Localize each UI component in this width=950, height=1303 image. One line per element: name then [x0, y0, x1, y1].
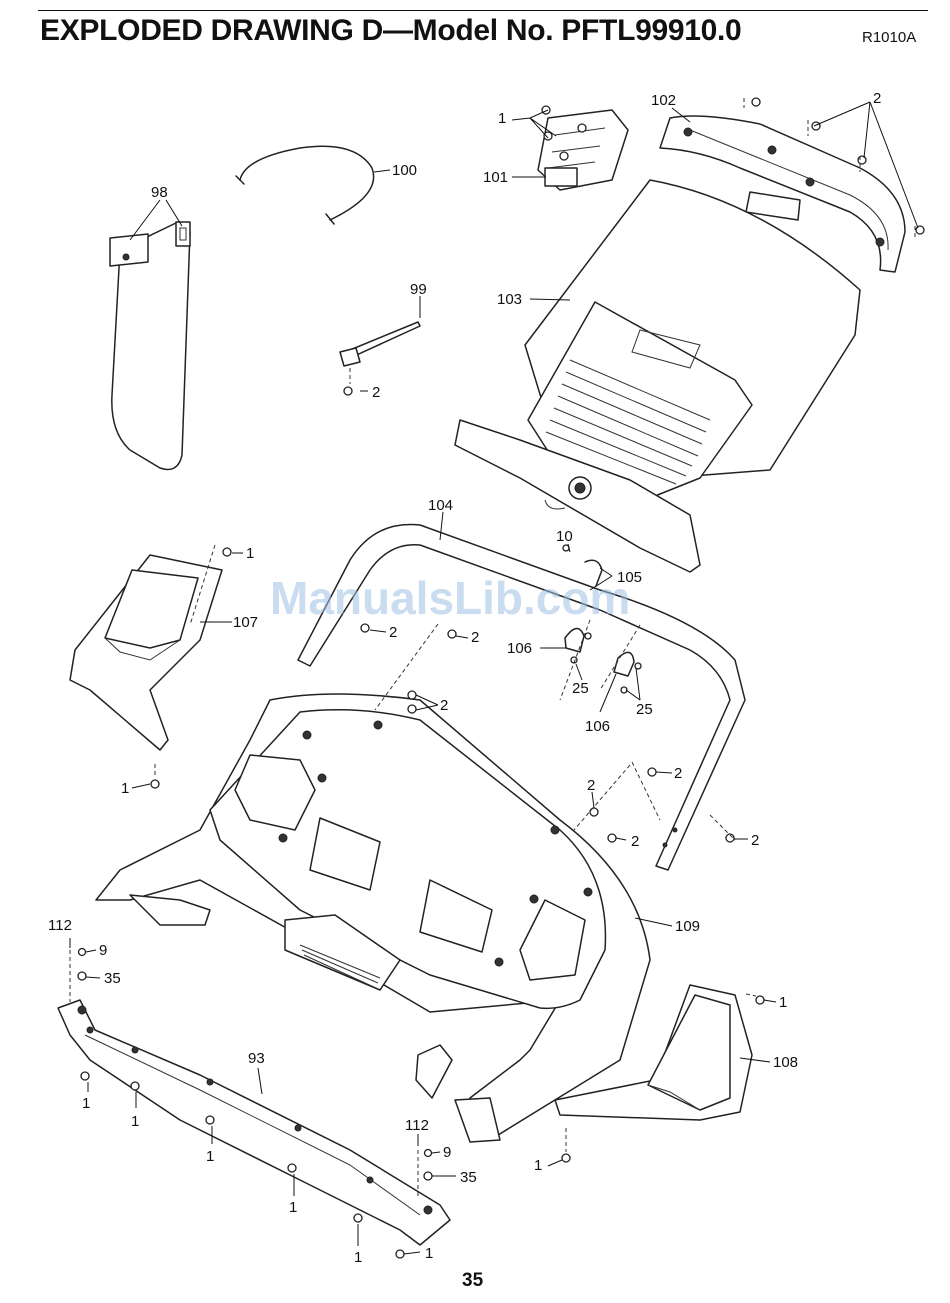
callout-104: 104 [428, 497, 453, 514]
callout-1-108: 1 [779, 994, 787, 1011]
callout-2-d: 2 [674, 765, 682, 782]
callout-35-right: 35 [460, 1169, 477, 1186]
callout-10: 10 [556, 528, 573, 545]
callout-98: 98 [151, 184, 168, 201]
callout-93: 93 [248, 1050, 265, 1067]
callout-2-top: 2 [873, 90, 881, 107]
callout-1-l6: 1 [425, 1245, 433, 1262]
callout-1-l3: 1 [206, 1148, 214, 1165]
callout-108: 108 [773, 1054, 798, 1071]
part-100-cable [236, 146, 374, 224]
callout-99: 99 [410, 281, 427, 298]
callout-2-f: 2 [631, 833, 639, 850]
callout-9-left: 9 [99, 942, 107, 959]
callout-100: 100 [392, 162, 417, 179]
callout-35-left: 35 [104, 970, 121, 987]
callout-106-left: 106 [507, 640, 532, 657]
part-103-console [455, 180, 860, 572]
callout-25-left: 25 [572, 680, 589, 697]
callout-109: 109 [675, 918, 700, 935]
callout-2-c: 2 [440, 697, 448, 714]
callout-2-a: 2 [389, 624, 397, 641]
watermark: ManualsLib.com [270, 572, 630, 624]
callout-1-108b: 1 [534, 1157, 542, 1174]
callout-2-b: 2 [471, 629, 479, 646]
callout-1-l2: 1 [131, 1113, 139, 1130]
callout-112-left: 112 [48, 917, 72, 934]
callout-9-right: 9 [443, 1144, 451, 1161]
callout-1-101: 1 [498, 110, 506, 127]
page-number: 35 [462, 1270, 483, 1292]
callout-102: 102 [651, 92, 676, 109]
callout-105: 105 [617, 569, 642, 586]
callout-2-99: 2 [372, 384, 380, 401]
callout-1-l4: 1 [289, 1199, 297, 1216]
callout-101: 101 [483, 169, 508, 186]
callout-1-l1: 1 [82, 1095, 90, 1112]
callout-1-l5: 1 [354, 1249, 362, 1266]
callout-1-107: 1 [246, 545, 254, 562]
callout-25-right: 25 [636, 701, 653, 718]
callout-112-right: 112 [405, 1117, 429, 1134]
part-107-cup-holder-left [70, 555, 222, 788]
callout-107: 107 [233, 614, 258, 631]
callout-1-107b: 1 [121, 780, 129, 797]
callout-103: 103 [497, 291, 522, 308]
callout-2-e: 2 [587, 777, 595, 794]
callout-2-g: 2 [751, 832, 759, 849]
part-93-front-trim [58, 949, 450, 1259]
part-101-bracket [538, 106, 628, 190]
part-98-cover [110, 222, 190, 469]
callout-106-right: 106 [585, 718, 610, 735]
